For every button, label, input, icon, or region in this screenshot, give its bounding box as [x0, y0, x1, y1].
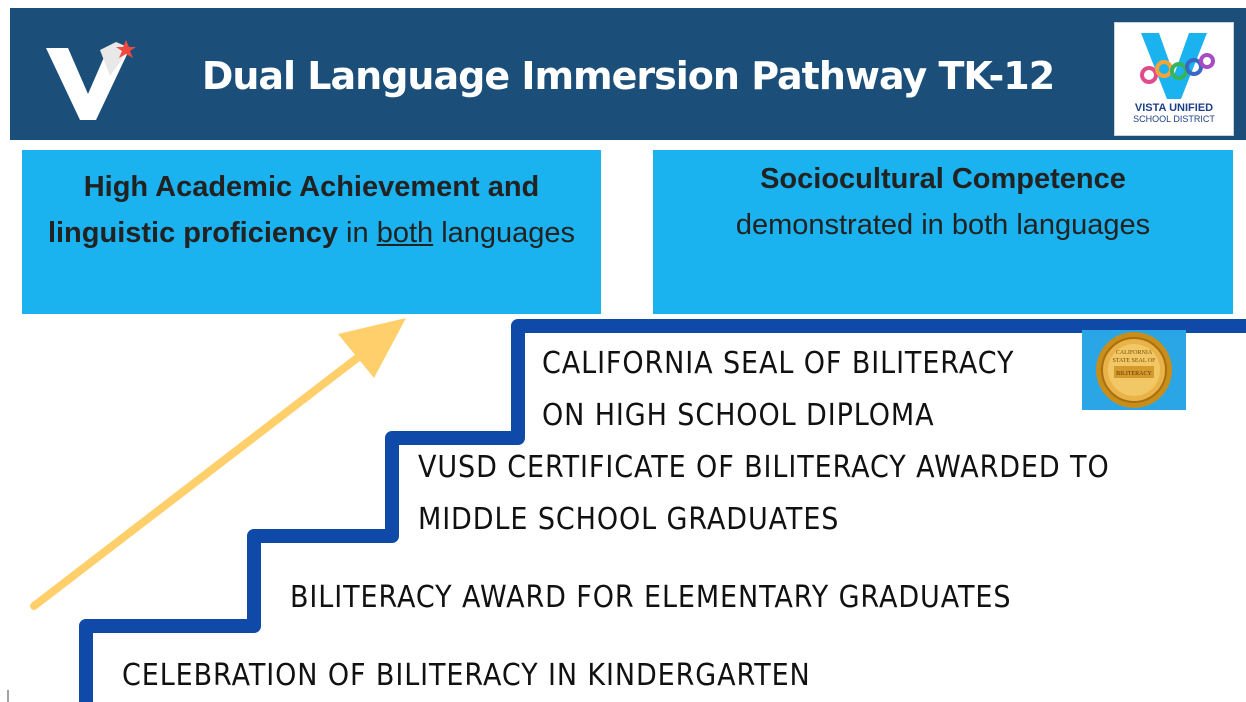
- goal-sociocultural-rest: demonstrated in both languages: [735, 209, 1151, 241]
- seal-text-mid: STATE SEAL OF: [1113, 358, 1157, 364]
- goal-academic-bold: High Academic Achievement and linguistic…: [47, 171, 540, 249]
- step-high-school-line-2: ON HIGH SCHOOL DIPLOMA: [542, 398, 935, 433]
- goal-card-academic: High Academic Achievement and linguistic…: [22, 150, 601, 314]
- growth-arrow-head: [338, 318, 406, 378]
- goal-sociocultural-text: Sociocultural Competence demonstrated in…: [653, 150, 1233, 248]
- step-high-school: CALIFORNIA SEAL OF BILITERACY ON HIGH SC…: [542, 338, 1014, 442]
- growth-arrow-shaft: [30, 348, 369, 610]
- seal-text-bottom: BILITERACY: [1116, 371, 1152, 377]
- gold-seal-icon: CALIFORNIA STATE SEAL OF BILITERACY: [1096, 332, 1172, 408]
- goal-academic-tail: languages: [433, 217, 576, 249]
- goal-card-sociocultural: Sociocultural Competence demonstrated in…: [653, 150, 1233, 314]
- goal-academic-underlined: both: [376, 217, 434, 249]
- step-kindergarten: CELEBRATION OF BILITERACY IN KINDERGARTE…: [122, 650, 811, 702]
- step-middle-school: VUSD CERTIFICATE OF BILITERACY AWARDED T…: [418, 442, 1110, 546]
- district-name: VISTA UNIFIED SCHOOL DISTRICT: [1115, 103, 1233, 125]
- page-title: Dual Language Immersion Pathway TK-12: [201, 54, 1055, 98]
- goal-sociocultural-bold: Sociocultural Competence: [760, 163, 1126, 195]
- goal-academic-connector: in: [338, 217, 377, 249]
- district-name-main: VISTA UNIFIED: [1134, 102, 1214, 114]
- staircase-line: [79, 319, 1246, 702]
- step-kindergarten-label: CELEBRATION OF BILITERACY IN KINDERGARTE…: [122, 658, 811, 693]
- seal-of-biliteracy-badge: CALIFORNIA STATE SEAL OF BILITERACY: [1082, 330, 1186, 410]
- step-elementary-label: BILITERACY AWARD FOR ELEMENTARY GRADUATE…: [290, 580, 1012, 615]
- district-v-gears-icon: [1140, 33, 1215, 99]
- district-logo: VISTA UNIFIED SCHOOL DISTRICT: [1114, 22, 1234, 136]
- seal-text-top: CALIFORNIA: [1116, 350, 1153, 356]
- district-name-sub: SCHOOL DISTRICT: [1133, 114, 1215, 124]
- step-high-school-line-1: CALIFORNIA SEAL OF BILITERACY: [542, 346, 1015, 381]
- step-middle-school-line-2: MIDDLE SCHOOL GRADUATES: [418, 502, 840, 537]
- goal-academic-text: High Academic Achievement and linguistic…: [22, 150, 601, 256]
- v-star-logo-icon: [46, 40, 136, 120]
- step-middle-school-line-1: VUSD CERTIFICATE OF BILITERACY AWARDED T…: [418, 450, 1110, 485]
- step-elementary: BILITERACY AWARD FOR ELEMENTARY GRADUATE…: [290, 572, 1011, 624]
- header-banner: Dual Language Immersion Pathway TK-12 VI…: [10, 8, 1246, 140]
